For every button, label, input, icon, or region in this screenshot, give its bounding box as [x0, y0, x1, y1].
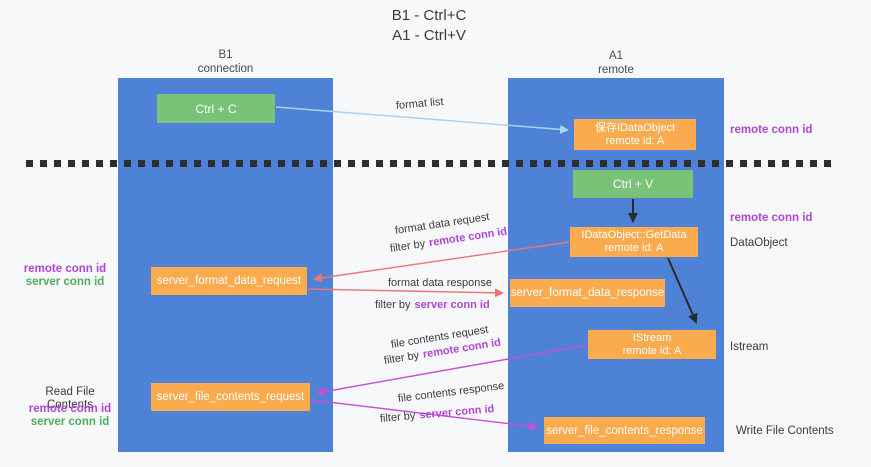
left-remote-conn-id-mid-label: remote conn id	[23, 263, 107, 275]
save-idataobject-box: 保存IDataObject remote id: A	[574, 119, 696, 150]
format-list-label: format list	[395, 95, 445, 112]
server-file-contents-request-label: server_file_contents_request	[156, 391, 305, 403]
ctrl-v-label: Ctrl + V	[612, 177, 654, 191]
read-file-contents-label: Read File Contents	[45, 386, 95, 411]
server-format-data-response-label: server_format_data_response	[510, 287, 665, 299]
idataobject-getdata-line2: remote id: A	[604, 242, 664, 254]
server-conn-id-highlight: server conn id	[418, 403, 495, 422]
idataobject-getdata-line1: IDataObject::GetData	[581, 228, 687, 241]
format-data-response-label: format data response	[388, 277, 492, 289]
save-idataobject-line1: 保存IDataObject	[594, 121, 676, 134]
filter-by-text: filter by	[383, 349, 420, 367]
column-a1-name: A1	[608, 50, 624, 62]
ctrl-v-box: Ctrl + V	[573, 170, 693, 198]
left-server-conn-id-mid-label: server conn id	[25, 276, 105, 288]
left-server-conn-id-bottom-label: server conn id	[30, 416, 110, 428]
save-idataobject-line2: remote id: A	[605, 134, 665, 147]
write-file-contents-label: Write File Contents	[736, 425, 834, 437]
column-header-a1: A1 remote	[508, 50, 724, 77]
istream-side-label: Istream	[730, 341, 769, 353]
server-file-contents-response-label: server_file_contents_response	[546, 424, 703, 437]
istream-line2: remote id: A	[622, 344, 682, 357]
right-remote-conn-id-mid-label: remote conn id	[730, 212, 813, 224]
ctrl-c-label: Ctrl + C	[195, 101, 237, 116]
title-line-2: A1 - Ctrl+V	[392, 27, 466, 44]
file-contents-response-label: file contents response	[397, 380, 505, 405]
idataobject-getdata-box: IDataObject::GetData remote id: A	[570, 227, 698, 257]
left-conn-id-mid-group: remote conn id server conn id	[20, 263, 110, 289]
server-file-contents-request-box: server_file_contents_request	[151, 383, 310, 411]
filter-by-text: filter by	[375, 299, 411, 311]
column-b1-role: connection	[197, 62, 254, 75]
server-file-contents-response-box: server_file_contents_response	[544, 417, 705, 444]
column-a1-role: remote	[598, 63, 634, 76]
ctrl-c-box: Ctrl + C	[157, 94, 275, 123]
server-format-data-request-box: server_format_data_request	[151, 267, 307, 295]
left-conn-id-bottom-group: remote conn id server conn id	[22, 403, 118, 429]
server-format-data-response-box: server_format_data_response	[510, 279, 665, 307]
server-format-data-request-label: server_format_data_request	[156, 275, 302, 287]
istream-box: IStream remote id: A	[588, 330, 716, 359]
server-conn-id-highlight: server conn id	[414, 299, 490, 311]
diagram-title: B1 - Ctrl+C A1 - Ctrl+V	[329, 6, 529, 46]
dataobject-label: DataObject	[730, 237, 788, 249]
right-remote-conn-id-top-label: remote conn id	[730, 124, 813, 136]
istream-line1: IStream	[632, 331, 672, 344]
arrow-format-data-response	[307, 288, 504, 298]
title-line-1: B1 - Ctrl+C	[391, 7, 467, 24]
left-remote-conn-id-bottom-label: remote conn id	[28, 403, 112, 415]
filter-by-text: filter by	[379, 409, 416, 425]
filter-by-text: filter by	[389, 237, 426, 255]
column-b1-name: B1	[218, 49, 233, 61]
column-header-b1: B1 connection	[118, 49, 333, 76]
